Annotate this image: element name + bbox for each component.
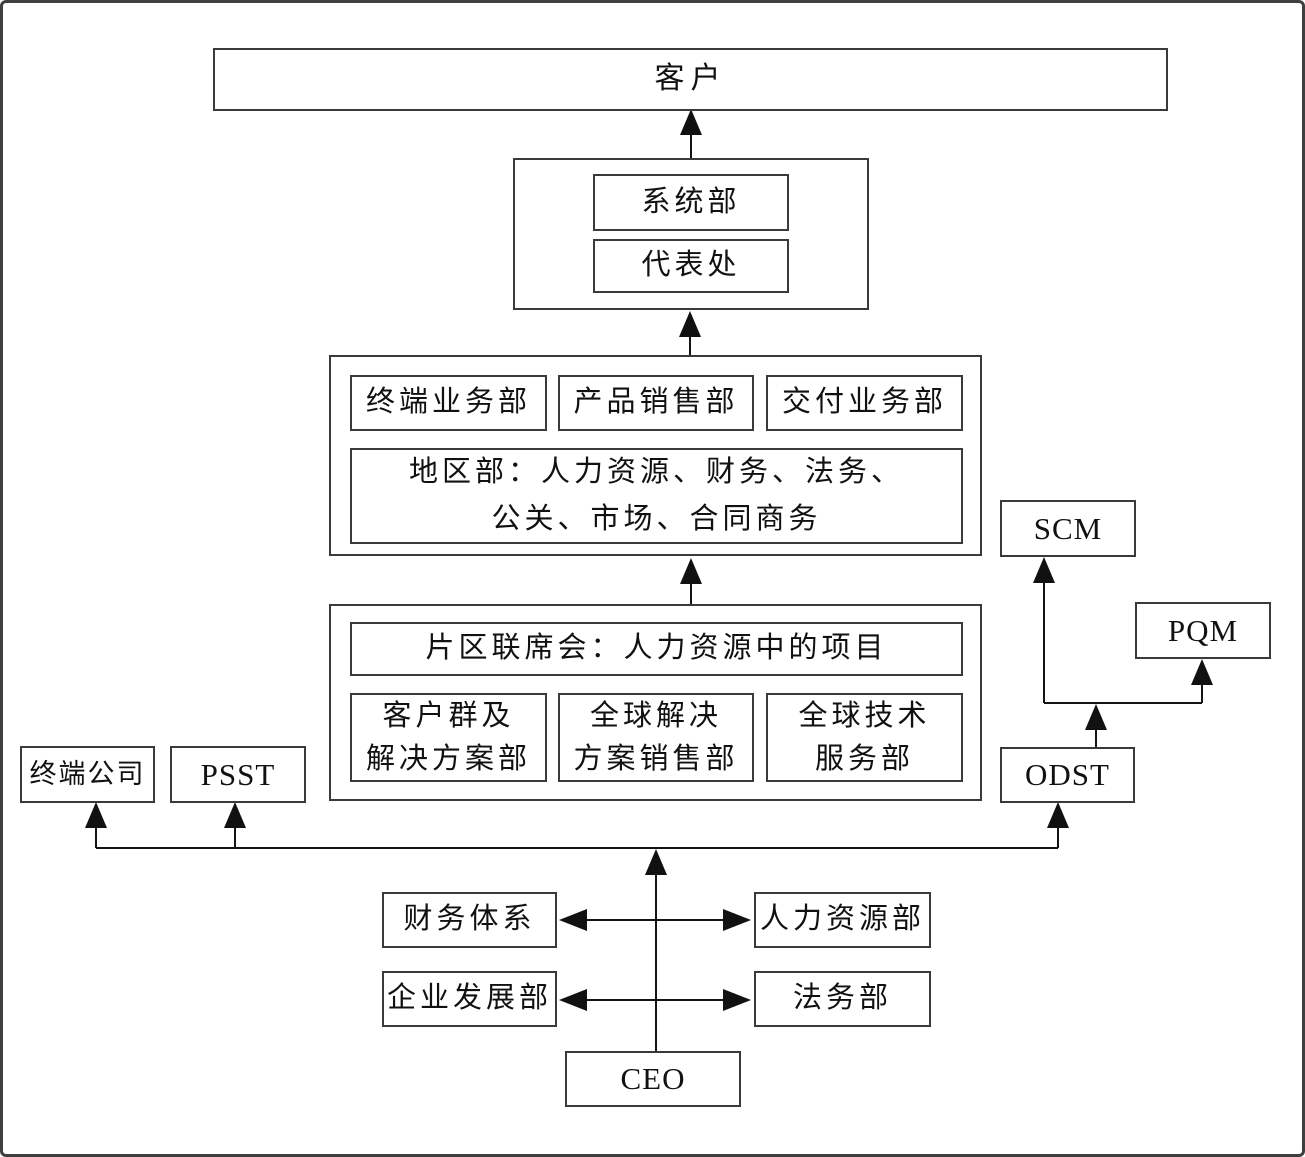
node-hr-dept: 人力资源部 [754,892,931,948]
node-finance-system: 财务体系 [382,892,557,948]
node-product-sales: 产品销售部 [558,375,754,431]
node-area-committee-label: 片区联席会：人力资源中的项目 [425,632,888,665]
node-regional-dept: 地区部：人力资源、财务、法务、 公关、市场、合同商务 [350,448,963,544]
arrow-area-to-region [680,558,702,604]
double-arrow-enterprise-legal [559,989,751,1011]
node-terminal-business: 终端业务部 [350,375,547,431]
node-global-tech-line2: 服务部 [814,742,914,775]
node-legal-dept-label: 法务部 [792,982,892,1015]
node-regional-dept-line2: 公关、市场、合同商务 [491,503,822,535]
node-ceo-label: CEO [620,1061,686,1097]
node-product-sales-label: 产品销售部 [573,386,739,419]
node-rep-office-label: 代表处 [641,249,741,282]
node-enterprise-dev: 企业发展部 [382,971,557,1027]
node-psst-label: PSST [200,756,276,792]
arrow-office-to-customer [680,109,702,158]
node-delivery-business-label: 交付业务部 [781,386,947,419]
node-finance-system-label: 财务体系 [403,903,536,936]
node-customer-group-line2: 解决方案部 [365,742,531,775]
node-customer: 客户 [213,48,1168,111]
node-rep-office: 代表处 [593,239,789,293]
node-system-dept-label: 系统部 [641,185,741,218]
node-area-committee: 片区联席会：人力资源中的项目 [350,622,963,676]
node-odst-label: ODST [1025,757,1110,793]
node-global-solution-sales: 全球解决 方案销售部 [558,693,754,782]
node-delivery-business: 交付业务部 [766,375,963,431]
node-global-tech-service: 全球技术 服务部 [766,693,963,782]
node-regional-dept-line1: 地区部：人力资源、财务、法务、 [408,456,904,488]
node-customer-group-dept: 客户群及 解决方案部 [350,693,547,782]
node-enterprise-dev-label: 企业发展部 [386,982,552,1015]
node-terminal-company-label: 终端公司 [29,758,146,789]
node-pqm: PQM [1135,602,1271,659]
node-ceo: CEO [565,1051,741,1107]
node-terminal-company: 终端公司 [20,746,155,803]
arrow-region-to-office [679,311,701,355]
node-legal-dept: 法务部 [754,971,931,1027]
node-global-solution-line1: 全球解决 [589,699,722,732]
node-terminal-business-label: 终端业务部 [365,386,531,419]
node-scm-label: SCM [1033,510,1103,546]
double-arrow-finance-hr [559,909,751,931]
node-global-tech-line1: 全球技术 [798,699,931,732]
node-customer-label: 客户 [654,62,727,96]
node-customer-group-line1: 客户群及 [382,699,515,732]
node-hr-dept-label: 人力资源部 [759,903,925,936]
node-scm: SCM [1000,500,1136,557]
node-psst: PSST [170,746,306,803]
node-global-solution-line2: 方案销售部 [573,742,739,775]
node-pqm-label: PQM [1167,612,1239,648]
node-system-dept: 系统部 [593,174,789,231]
node-odst: ODST [1000,747,1135,803]
